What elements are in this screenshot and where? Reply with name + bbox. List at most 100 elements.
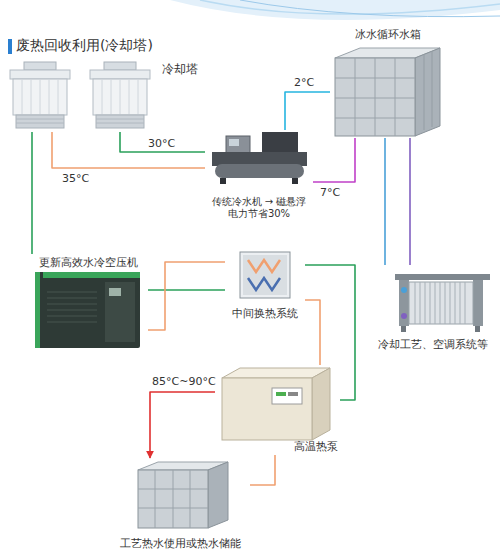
- title-bar: [8, 39, 12, 54]
- cooling-tower: [104, 62, 136, 70]
- chiller: [212, 132, 307, 184]
- chiller: [292, 178, 298, 184]
- intermediate-heat-exchanger: [248, 278, 280, 290]
- temperature-label: 7°C: [318, 186, 342, 199]
- pipe-connector: [148, 289, 225, 291]
- temperature-label: 35°C: [60, 172, 91, 185]
- plate-heat-exchanger: [399, 280, 409, 326]
- plate-heat-exchanger: [475, 326, 480, 332]
- header-wave: [170, 0, 500, 20]
- air-compressor-unit: 更新高效水冷空压机: [28, 254, 148, 354]
- header-wave: [200, 0, 500, 14]
- water-tank: [415, 48, 440, 136]
- plate-heat-exchanger: [395, 274, 490, 280]
- air-compressor: [35, 272, 140, 348]
- hot-water-tank: 工艺热水使用或热水储能: [110, 458, 250, 552]
- intermediate-heat-exchanger: [240, 252, 290, 298]
- plate-heat-exchanger: [401, 326, 406, 332]
- intermediate-heat-exchanger: [240, 252, 290, 298]
- pipe-connector: [31, 132, 33, 254]
- water-tank: [335, 58, 415, 136]
- cooling-tower: [24, 62, 56, 70]
- equipment-label: 更新高效水冷空压机: [39, 256, 138, 269]
- air-compressor: [35, 272, 40, 348]
- heat-pump: [222, 378, 312, 440]
- water-tank: [138, 470, 208, 528]
- cooling-tower: [16, 119, 64, 123]
- temperature-label: 30°C: [146, 137, 177, 150]
- intermediate-heat-exchanger: [248, 260, 280, 272]
- pipe-connector: [120, 132, 205, 152]
- pipe-connector: [305, 300, 320, 365]
- diagram-title: 废热回收利用(冷却塔): [16, 37, 153, 54]
- chiller-unit: 传统冷水机 → 磁悬浮 电力节省30%: [205, 130, 313, 222]
- water-tank: [208, 462, 228, 528]
- pipe-connector: [150, 392, 215, 458]
- cooling-tower: [13, 79, 67, 115]
- equipment-label: 冰水循环水箱: [355, 28, 421, 41]
- water-tank: [138, 462, 228, 528]
- equipment-label: 传统冷水机 → 磁悬浮 电力节省30%: [207, 196, 311, 220]
- temperature-label: 2°C: [292, 76, 316, 89]
- air-compressor: [47, 292, 97, 322]
- pipe-connector: [409, 138, 411, 265]
- air-compressor: [109, 288, 121, 296]
- plate-heat-exchanger: [415, 282, 465, 324]
- plate-heat-exchanger: [401, 287, 407, 293]
- equipment-label: 中间换热系统: [232, 307, 298, 320]
- header-wave: [240, 0, 500, 17]
- equipment-label: 工艺热水使用或热水储能: [120, 537, 241, 550]
- chiller: [229, 139, 239, 146]
- plate-heat-exchanger: [409, 282, 473, 324]
- pipe-connector: [148, 262, 225, 330]
- equipment-label: 冷却塔: [162, 62, 198, 76]
- cooling-tower: [16, 115, 64, 128]
- plate-heat-exchanger: [473, 280, 483, 326]
- equipment-label: 高温热泵: [294, 440, 338, 453]
- water-tank: [424, 51, 432, 130]
- water-tank: [335, 58, 415, 136]
- heat-pump: [288, 392, 298, 396]
- plate-heat-exchanger: [395, 274, 490, 332]
- intermediate-exchanger: 中间换热系统: [225, 250, 305, 322]
- pipe-connector: [305, 265, 355, 400]
- pipe-connector: [52, 132, 205, 168]
- heat-pump-unit: 高温热泵: [215, 365, 340, 455]
- pipe-connector: [250, 455, 275, 485]
- chiller: [212, 152, 307, 166]
- cooling-tower: [96, 115, 144, 128]
- chiller: [226, 136, 250, 154]
- cooling-tower: [10, 70, 70, 79]
- cooling-tower: [90, 62, 150, 128]
- air-compressor: [105, 282, 135, 342]
- ice-water-tank: 冰水循环水箱: [330, 26, 445, 138]
- heat-pump: [272, 388, 302, 404]
- pipe-connector: [384, 138, 386, 265]
- plate-heat-exchanger: [401, 313, 407, 319]
- temperature-label: 85°C~90°C: [150, 375, 218, 388]
- cooling-tower: [10, 62, 70, 128]
- air-compressor: [35, 272, 140, 348]
- intermediate-heat-exchanger: [243, 255, 287, 295]
- pipe-connector: [313, 138, 355, 182]
- cooling-tower: [96, 119, 144, 123]
- chiller: [215, 164, 304, 178]
- heat-pump: [222, 368, 330, 440]
- air-compressor: [43, 272, 140, 278]
- cooling-tower: [90, 70, 150, 79]
- chiller: [220, 178, 226, 184]
- pipe-connector: [285, 92, 330, 130]
- water-tank: [335, 48, 440, 136]
- water-tank: [138, 470, 208, 528]
- header-wave: [170, 0, 500, 20]
- heat-pump: [312, 368, 330, 440]
- cooling-tower: [102, 79, 138, 115]
- cooling-tower: [93, 79, 147, 115]
- cooling-tower-unit: 冷却塔: [5, 60, 200, 132]
- chiller: [262, 132, 298, 152]
- heat-pump: [276, 392, 286, 396]
- cooling-tower: [22, 79, 58, 115]
